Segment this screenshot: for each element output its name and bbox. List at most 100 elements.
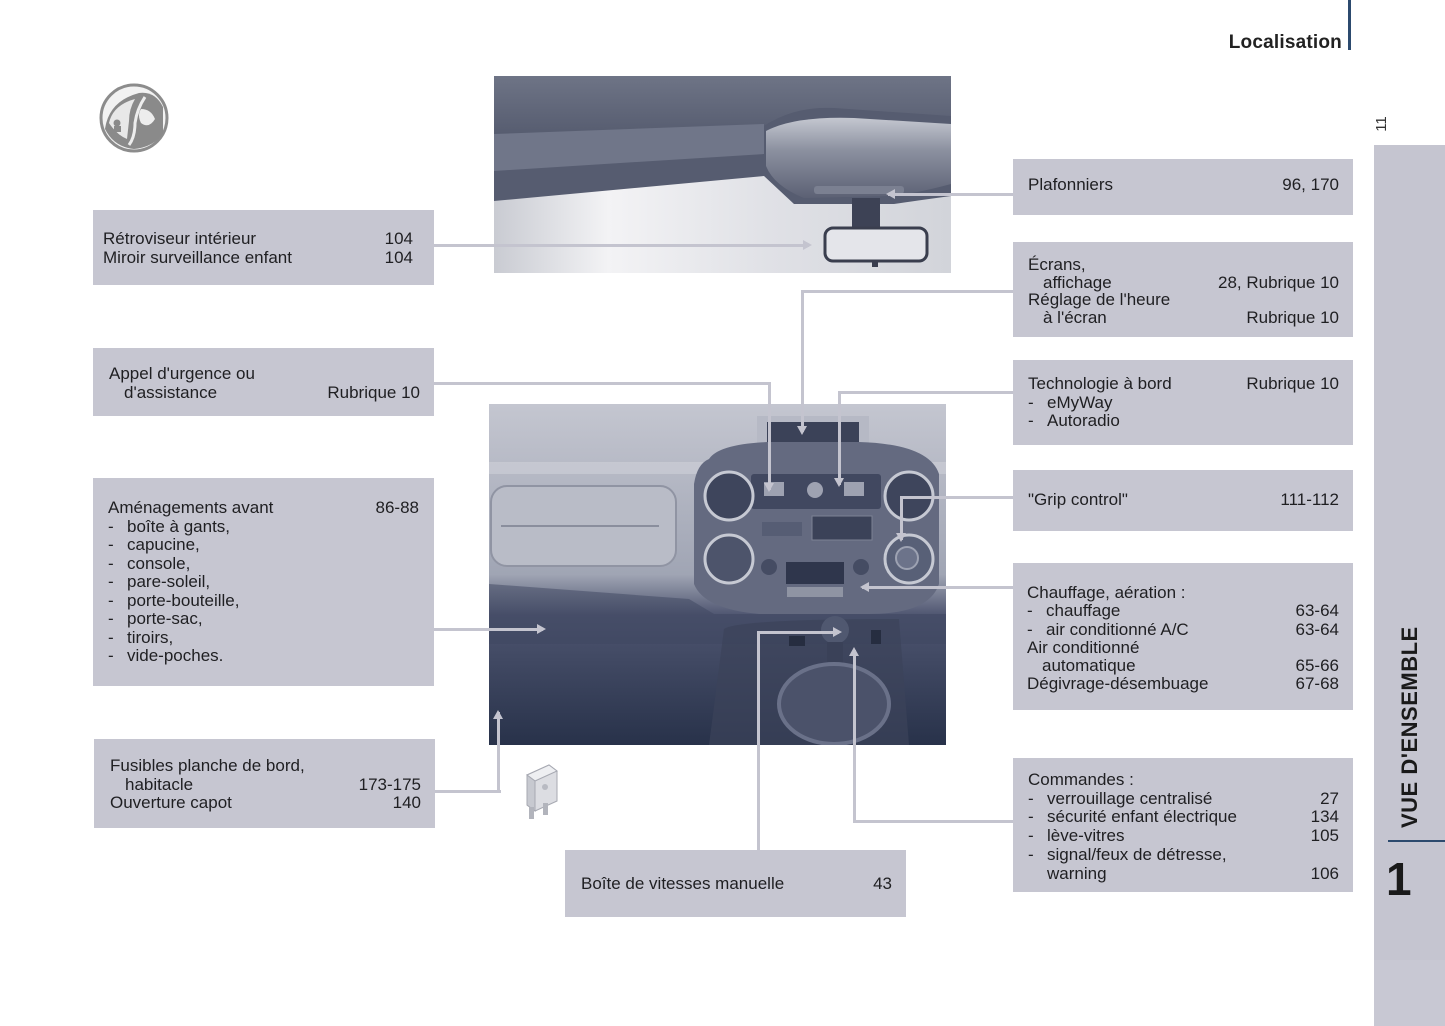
capot-row: Ouverture capot 140 (110, 793, 421, 813)
list-item: -console, (108, 553, 191, 573)
item-label: Écrans, (1028, 255, 1086, 274)
header-rule (1348, 0, 1351, 50)
connector-retroviseur (433, 244, 809, 247)
item-label: habitacle (125, 774, 194, 794)
connector-technologie-h (838, 391, 1014, 394)
page-ref[interactable]: 28, Rubrique 10 (1218, 272, 1339, 292)
grip-control-row: "Grip control" 111-112 (1028, 490, 1339, 510)
page-ref[interactable]: 63-64 (1295, 601, 1339, 621)
interior-fittings-icon (99, 83, 169, 153)
boite-vitesses-box: Boîte de vitesses manuelle 43 (565, 850, 906, 917)
item-label: Boîte de vitesses manuelle (581, 874, 785, 893)
item-label: affichage (1043, 272, 1112, 292)
section-title: Localisation (1228, 32, 1342, 53)
interior-ceiling-mirror-photo (494, 76, 951, 273)
page-ref[interactable]: 111-112 (1280, 490, 1339, 509)
connector-commandes-v (853, 650, 856, 823)
item-label: à l'écran (1043, 307, 1107, 327)
page-ref[interactable]: 86-88 (375, 498, 419, 517)
item-label: Plafonniers (1028, 175, 1114, 194)
fusibles-box: Fusibles planche de bord, habitacle 173-… (94, 739, 435, 828)
plafonniers-row: Plafonniers 96, 170 (1028, 175, 1339, 195)
page-ref[interactable]: 96, 170 (1282, 175, 1339, 194)
connector-appel-urgence-v (768, 382, 771, 490)
miroir-row: Miroir surveillance enfant 104 (103, 247, 413, 268)
page-ref[interactable]: 27 (1320, 788, 1339, 808)
list-item: -verrouillage centralisé 27 (1028, 788, 1339, 808)
page-ref[interactable]: 134 (1310, 807, 1339, 827)
item-label: "Grip control" (1028, 490, 1128, 509)
chapter-side-tab[interactable] (1374, 145, 1445, 1026)
page-ref[interactable]: Rubrique 10 (1246, 307, 1339, 327)
technologie-row: Technologie à bord Rubrique 10 (1028, 374, 1339, 394)
amenagements-box: Aménagements avant 86-88 -boîte à gants,… (93, 478, 434, 686)
item-label: Appel d'urgence ou (109, 364, 255, 383)
retroviseur-row: Rétroviseur intérieur 104 (103, 229, 413, 249)
page-ref[interactable]: 65-66 (1295, 656, 1339, 676)
connector-appel-urgence-h (433, 382, 771, 385)
plafonniers-box: Plafonniers 96, 170 (1013, 159, 1353, 215)
connector-plafonniers (888, 193, 1014, 196)
page-ref[interactable]: Rubrique 10 (1246, 374, 1339, 393)
page-ref[interactable]: Rubrique 10 (327, 382, 420, 402)
list-item: -Autoradio (1028, 411, 1120, 430)
heure-row: à l'écran Rubrique 10 (1028, 307, 1339, 327)
connector-ecrans-h (801, 290, 1014, 293)
appel-urgence-row: d'assistance Rubrique 10 (109, 382, 420, 403)
chapter-label: VUE D'ENSEMBLE (1397, 626, 1422, 828)
connector-chauffage (862, 586, 1014, 589)
connector-technologie-v (838, 391, 841, 485)
warning-row: warning 106 (1028, 863, 1339, 884)
list-item: -sécurité enfant électrique 134 (1028, 807, 1339, 827)
connector-fusibles-h (433, 790, 501, 793)
connector-boite-h (757, 631, 839, 634)
page-ref[interactable]: 104 (384, 229, 413, 248)
page-ref[interactable]: 140 (392, 793, 421, 812)
page-ref[interactable]: 106 (1310, 863, 1339, 883)
page-ref[interactable]: 63-64 (1295, 619, 1339, 639)
page-ref[interactable]: 173-175 (358, 774, 421, 794)
ecrans-box: Écrans, affichage 28, Rubrique 10 Réglag… (1013, 242, 1353, 337)
ac-auto-row: automatique 65-66 (1027, 656, 1339, 676)
page-ref[interactable]: 105 (1310, 826, 1339, 846)
item-label: d'assistance (124, 382, 218, 402)
connector-boite-v (757, 631, 760, 851)
page-ref[interactable]: 104 (384, 247, 413, 267)
item-label: Chauffage, aération : (1027, 583, 1186, 602)
boite-vitesses-row: Boîte de vitesses manuelle 43 (581, 874, 892, 894)
connector-fusibles-v (497, 712, 500, 793)
item-label: Fusibles planche de bord, (110, 756, 305, 775)
connector-ecrans-v (801, 290, 804, 432)
commandes-box: Commandes : -verrouillage centralisé 27 … (1013, 758, 1353, 892)
item-label: Miroir surveillance enfant (103, 247, 292, 267)
connector-grip-v (900, 496, 903, 540)
list-item: -capucine, (108, 535, 200, 554)
item-label: Réglage de l'heure (1028, 290, 1171, 309)
chapter-side-tab-footer (1374, 960, 1445, 1026)
item-label: Rétroviseur intérieur (103, 229, 257, 248)
fuse-icon (523, 763, 559, 821)
appel-urgence-box: Appel d'urgence ou d'assistance Rubrique… (93, 348, 434, 416)
page-ref[interactable]: 67-68 (1295, 674, 1339, 694)
list-item: -vide-poches. (108, 646, 224, 665)
list-item: -eMyWay (1028, 392, 1113, 412)
item-label: Aménagements avant (108, 498, 274, 517)
item-label: Air conditionné (1027, 637, 1140, 657)
item-label: Ouverture capot (110, 793, 232, 812)
chauffage-box: Chauffage, aération : -chauffage 63-64 -… (1013, 563, 1353, 710)
amenagements-row: Aménagements avant 86-88 (108, 498, 419, 518)
connector-amenagements (433, 628, 543, 631)
item-label: Dégivrage-désembuage (1027, 674, 1209, 694)
list-item: -tiroirs, (108, 627, 174, 647)
affichage-row: affichage 28, Rubrique 10 (1028, 272, 1339, 292)
item-label: warning (1047, 863, 1107, 883)
item-label: automatique (1042, 656, 1136, 676)
page-ref[interactable]: 43 (873, 874, 892, 893)
item-label: Technologie à bord (1028, 374, 1172, 393)
degivrage-row: Dégivrage-désembuage 67-68 (1027, 674, 1339, 694)
list-item: -porte-sac, (108, 609, 203, 628)
connector-grip-h (900, 496, 1014, 499)
list-item: -boîte à gants, (108, 516, 231, 536)
fusibles-row: habitacle 173-175 (110, 774, 421, 795)
list-item: -pare-soleil, (108, 572, 211, 591)
